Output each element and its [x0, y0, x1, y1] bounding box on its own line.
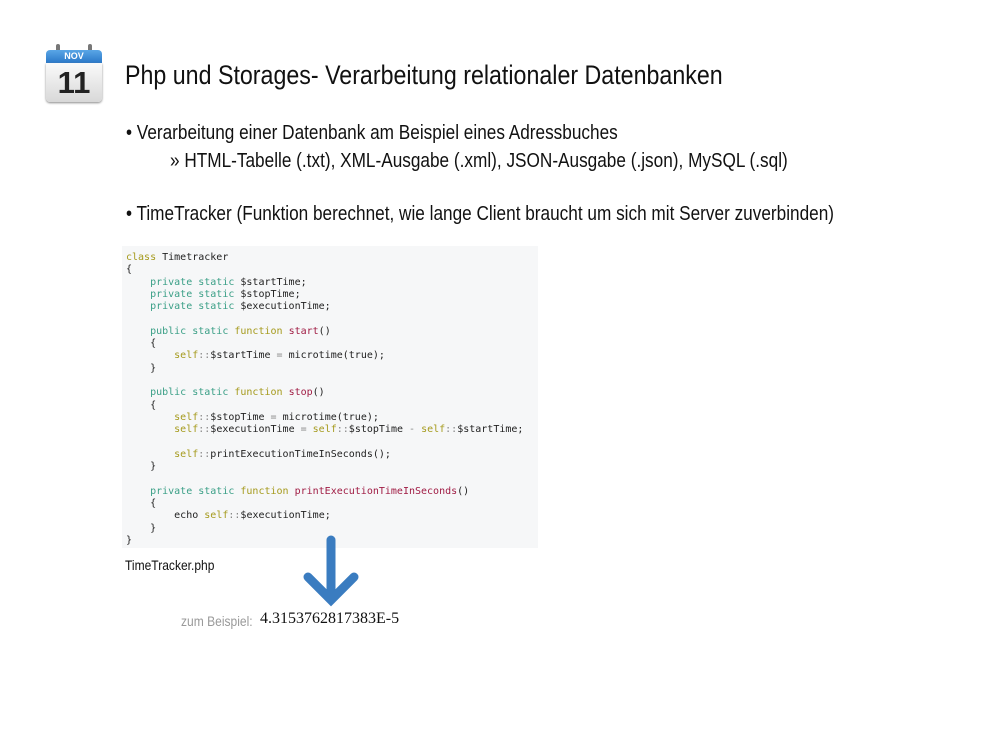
code-token: function	[234, 387, 289, 399]
code-token: ()	[318, 325, 331, 337]
code-token: }	[126, 362, 157, 374]
code-block: class Timetracker{ private static $start…	[122, 246, 538, 548]
calendar-icon: NOV 11	[44, 44, 104, 104]
code-token: self	[421, 424, 446, 436]
code-line: private static $startTime;	[126, 277, 307, 289]
code-line: self::printExecutionTimeInSeconds();	[126, 449, 391, 461]
code-token: self	[312, 424, 337, 436]
code-line: self::$executionTime = self::$stopTime -…	[126, 424, 523, 436]
code-token: ::	[198, 424, 211, 436]
code-token: }	[126, 534, 133, 546]
code-token: microtime(true);	[282, 411, 379, 423]
code-token: $executionTime;	[240, 510, 331, 522]
code-token: ::	[198, 350, 211, 362]
code-token: self	[126, 350, 199, 362]
code-caption: TimeTracker.php	[125, 557, 215, 573]
code-line: public static function stop()	[126, 387, 325, 399]
code-token: start	[288, 325, 319, 337]
code-line: }	[126, 523, 156, 535]
code-token: microtime(true);	[288, 350, 385, 362]
code-line: private static $stopTime;	[126, 289, 301, 301]
code-token: {	[126, 338, 157, 350]
code-line: }	[126, 363, 156, 375]
code-token: {	[126, 399, 157, 411]
code-token: =	[276, 350, 289, 362]
code-line: private static $executionTime;	[126, 301, 331, 313]
code-token: {	[126, 498, 157, 509]
code-token: ::	[198, 411, 211, 423]
code-token: private static	[126, 276, 241, 288]
code-token: self	[126, 448, 199, 460]
code-token: =	[270, 411, 283, 423]
code-line: }	[126, 461, 156, 473]
code-token: private static	[126, 485, 241, 497]
code-token: stop	[288, 387, 313, 399]
code-token: $stopTime;	[240, 288, 301, 300]
code-token: $startTime;	[457, 424, 524, 436]
code-token: function	[240, 485, 295, 497]
code-token: ()	[457, 485, 470, 497]
code-token: }	[126, 461, 157, 473]
code-token: ::	[445, 424, 458, 436]
code-token: self	[126, 411, 199, 423]
code-token: printExecutionTimeInSeconds	[294, 485, 458, 497]
code-line: self::$startTime = microtime(true);	[126, 350, 385, 362]
example-label: zum Beispiel:	[181, 613, 253, 629]
code-line: echo self::$executionTime;	[126, 510, 331, 522]
code-token: ::	[228, 510, 241, 522]
code-token: private static	[126, 288, 241, 300]
code-line: {	[126, 400, 156, 412]
code-line: class Timetracker	[126, 252, 228, 264]
code-token: class	[126, 252, 163, 263]
code-token: $executionTime	[210, 424, 301, 436]
sub-bullet-formats: » HTML-Tabelle (.txt), XML-Ausgabe (.xml…	[170, 150, 788, 172]
calendar-ring	[56, 44, 60, 54]
code-token: ::	[336, 424, 349, 436]
code-token: Timetracker	[162, 252, 229, 263]
code-token: printExecutionTimeInSeconds();	[210, 448, 391, 460]
code-line: }	[126, 535, 132, 547]
code-line: {	[126, 498, 156, 510]
code-token: private static	[126, 301, 241, 313]
code-token: self	[204, 510, 229, 522]
code-line: {	[126, 264, 132, 276]
code-token: $executionTime;	[240, 301, 331, 313]
code-token: public static	[126, 325, 235, 337]
code-token: -	[409, 424, 422, 436]
code-line: {	[126, 338, 156, 350]
calendar-month: NOV	[46, 50, 102, 63]
code-token: =	[300, 424, 313, 436]
code-line: self::$stopTime = microtime(true);	[126, 412, 379, 424]
code-token: function	[234, 325, 289, 337]
code-token: $startTime;	[240, 276, 307, 288]
code-token: {	[126, 264, 133, 276]
code-token: $stopTime	[348, 424, 410, 436]
code-token: echo	[126, 510, 205, 522]
code-line: private static function printExecutionTi…	[126, 486, 469, 498]
code-token: $stopTime	[210, 411, 271, 423]
slide-title: Php und Storages- Verarbeitung relationa…	[125, 60, 723, 90]
bullet-timetracker: • TimeTracker (Funktion berechnet, wie l…	[126, 203, 835, 225]
code-token: $startTime	[210, 350, 277, 362]
bullet-datenbank: • Verarbeitung einer Datenbank am Beispi…	[126, 122, 618, 144]
arrow-down-icon	[303, 535, 359, 607]
calendar-ring	[88, 44, 92, 54]
code-token: ::	[198, 448, 211, 460]
calendar-day: 11	[46, 63, 102, 102]
code-token: self	[126, 424, 199, 436]
code-token: ()	[312, 387, 325, 399]
code-token: public static	[126, 387, 235, 399]
example-value: 4.3153762817383E-5	[260, 610, 400, 627]
code-line: public static function start()	[126, 326, 331, 338]
code-token: }	[126, 522, 157, 534]
